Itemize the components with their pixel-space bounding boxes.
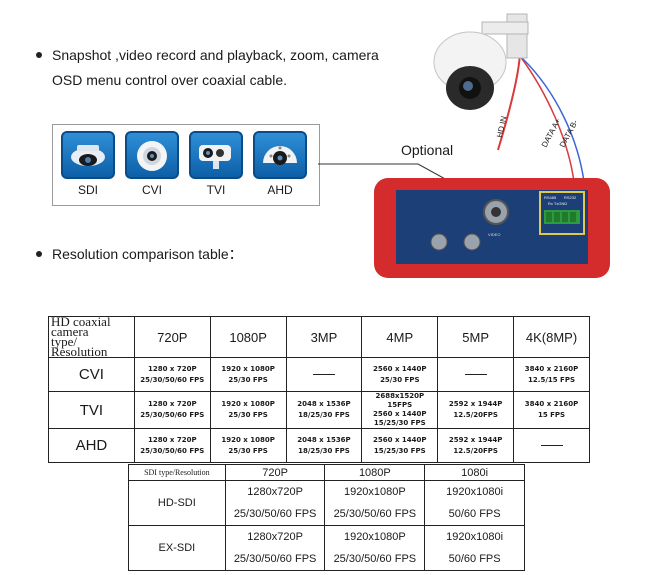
feature-text-line2: OSD menu control over coaxial cable. <box>52 72 287 88</box>
rs485-label: RS485 <box>544 195 557 200</box>
tester-device: VIDEO RS485 RS232 Rx TxGND <box>374 178 610 278</box>
unsupported-dash <box>312 373 335 375</box>
column-header: 3MP <box>285 316 363 358</box>
format-label: SDI <box>77 183 98 197</box>
format-cvi: CVI <box>125 131 179 197</box>
column-header: 4K(8MP) <box>513 316 590 358</box>
column-header: 4MP <box>361 316 439 358</box>
tester-connection-illustration: HD IN DATA A+ DATA B- VIDEO RS485 RS232 … <box>374 13 610 278</box>
table-intro-text: Resolution comparison table： <box>52 246 243 262</box>
sdi-resolution-table: SDI type/Resolution 720P 1080P 1080i HD-… <box>128 464 525 571</box>
column-header: 720P <box>133 316 211 358</box>
table-corner-header: SDI type/Resolution <box>128 464 226 481</box>
bullet-dot <box>36 52 42 58</box>
ptz-dome-camera-icon <box>61 131 115 179</box>
unsupported-dash <box>540 444 563 446</box>
bullet-dot <box>36 251 42 257</box>
ptz-camera <box>433 13 529 110</box>
optional-label: Optional <box>401 142 454 158</box>
hd-in-label: HD IN <box>495 115 508 138</box>
table-header-row: SDI type/Resolution 720P 1080P 1080i <box>128 464 525 481</box>
column-header: 1080P <box>324 464 426 481</box>
row-label: HD-SDI <box>128 480 226 526</box>
feature-text-line1: Snapshot ,video record and playback, zoo… <box>52 47 379 63</box>
column-header: 1080i <box>424 464 525 481</box>
rs232-label: RS232 <box>564 195 577 200</box>
format-tvi: TVI <box>189 131 243 197</box>
row-label: CVI <box>48 357 135 392</box>
format-label: CVI <box>141 183 162 197</box>
format-label: TVI <box>206 183 226 197</box>
table-cell-unsupported <box>513 428 590 463</box>
dome-camera-icon <box>125 131 179 179</box>
format-ahd: AHD <box>253 131 307 197</box>
row-label: TVI <box>48 391 135 429</box>
format-label: AHD <box>267 183 293 197</box>
connector-line <box>318 163 459 187</box>
bullet-camera-icon <box>189 131 243 179</box>
supported-formats-panel: SDI CVI TVI AHD <box>52 124 320 206</box>
ir-dome-camera-icon <box>253 131 307 179</box>
row-label: AHD <box>48 428 135 463</box>
pin-labels: Rx TxGND <box>548 201 567 206</box>
row-label: EX-SDI <box>128 525 226 571</box>
table-cell-unsupported <box>285 357 363 392</box>
column-header: 1080P <box>209 316 287 358</box>
unsupported-dash <box>464 373 487 375</box>
column-header: 720P <box>224 464 326 481</box>
table-cell-unsupported <box>437 357 515 392</box>
column-header: 5MP <box>437 316 515 358</box>
format-sdi: SDI <box>61 131 115 197</box>
video-port-label: VIDEO <box>488 232 500 237</box>
